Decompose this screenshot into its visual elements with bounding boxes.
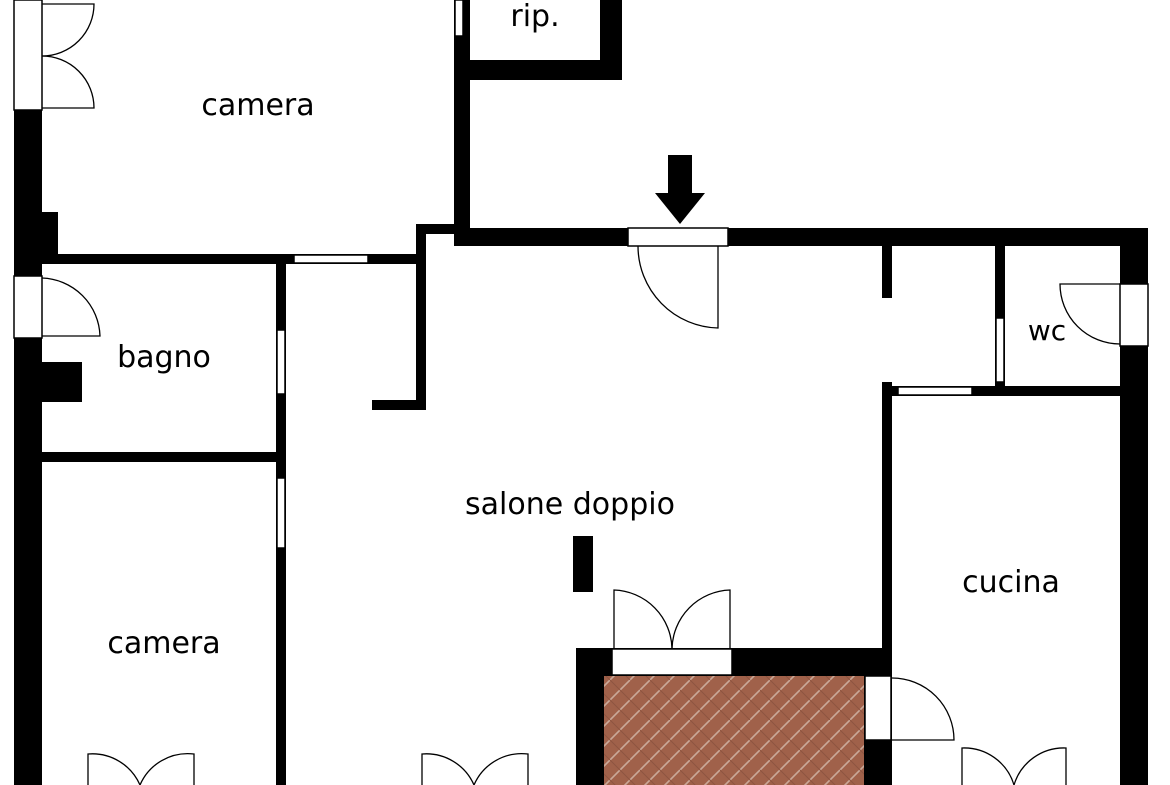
wall-rip-right xyxy=(600,0,622,80)
room-label-cucina: cucina xyxy=(962,565,1060,600)
door-swing-top-left-1 xyxy=(41,3,95,57)
door-swing-cucina-bottom-1 xyxy=(961,747,1015,785)
wall-l-vertical xyxy=(416,224,426,410)
door-swing-cucina-bottom-2 xyxy=(1013,747,1067,785)
window-left-bagno xyxy=(13,275,43,339)
wall-rip-left xyxy=(454,0,470,246)
walls xyxy=(14,0,1148,785)
door-swing-camera-bottom-2 xyxy=(139,752,195,785)
room-label-camera-top: camera xyxy=(201,88,314,123)
wall-bagno-camera xyxy=(42,452,282,462)
door-swing-bagno xyxy=(41,277,101,337)
room-label-rip: rip. xyxy=(510,0,559,34)
entrance-opening xyxy=(627,227,729,247)
room-label-camera-bottom: camera xyxy=(107,626,220,661)
wall-left-stub xyxy=(14,212,58,256)
door-swing-cucina xyxy=(891,677,955,741)
door-swing-salone-bottom-2 xyxy=(473,752,529,785)
window-wc-left xyxy=(995,317,1005,383)
wall-rip-bottom xyxy=(454,60,622,80)
wall-stub-top xyxy=(882,246,892,298)
door-swing-terrace-1 xyxy=(613,589,673,650)
door-swing-entrance xyxy=(637,245,719,329)
wall-left-outer xyxy=(14,110,42,785)
wall-camera-bagno xyxy=(14,254,416,264)
room-label-wc: wc xyxy=(1028,314,1066,347)
door-swings xyxy=(41,3,1121,785)
window-rip xyxy=(454,0,464,37)
window-terrace-right xyxy=(864,675,892,741)
window-terrace-top xyxy=(611,648,733,676)
wall-l-bottom xyxy=(372,400,426,410)
window-vertical-1 xyxy=(276,329,286,395)
windows xyxy=(13,0,1149,741)
door-swing-terrace-2 xyxy=(671,589,731,650)
window-wc-bottom xyxy=(897,386,973,396)
door-swing-wc xyxy=(1059,283,1121,345)
entrance-arrow-icon xyxy=(655,155,705,224)
window-camera-bagno xyxy=(293,254,369,264)
wall-wc-bottom xyxy=(882,386,1148,396)
window-left-top xyxy=(13,0,43,111)
terrace-tiles xyxy=(604,676,864,785)
room-label-salone: salone doppio xyxy=(465,487,675,522)
wall-left-block xyxy=(42,362,82,402)
wall-top-outer xyxy=(454,228,1148,246)
door-swing-top-left-2 xyxy=(41,55,95,109)
window-vertical-2 xyxy=(276,477,286,549)
wall-cucina-left xyxy=(882,382,892,676)
door-swing-salone-bottom-1 xyxy=(421,753,475,785)
door-swing-camera-bottom-1 xyxy=(87,753,141,785)
wall-column xyxy=(573,536,593,592)
room-label-bagno: bagno xyxy=(117,340,211,375)
window-wc-right xyxy=(1119,283,1149,347)
wall-l-top xyxy=(416,224,456,234)
